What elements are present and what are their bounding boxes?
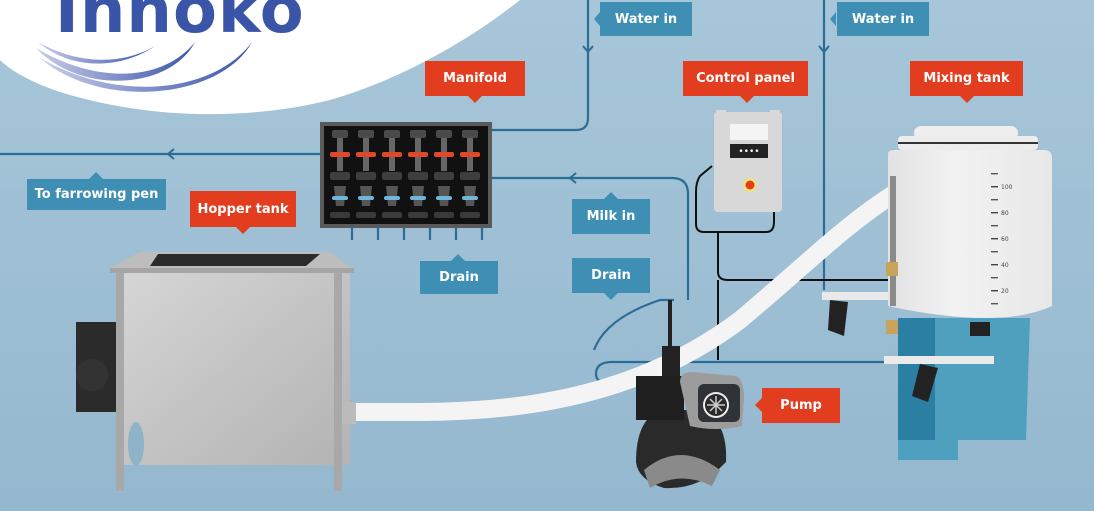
scale-tick-minor <box>991 251 998 253</box>
scale-label: 20 <box>1001 288 1009 295</box>
label-drain-pump: Drain <box>572 258 650 293</box>
control-panel <box>714 110 782 212</box>
scale-tick <box>991 212 998 214</box>
scale-label: 60 <box>1001 236 1009 243</box>
control-cables <box>695 151 888 360</box>
label-control-panel: Control panel <box>683 61 808 96</box>
manifold-valve <box>434 130 454 218</box>
scale-label: 100 <box>1001 184 1013 191</box>
label-mixing-tank: Mixing tank <box>910 61 1023 96</box>
tank-scale: 100 80 60 40 20 <box>991 173 1013 305</box>
scale-tick-minor <box>991 225 998 227</box>
mixing-tank <box>822 126 1052 460</box>
label-milk-in: Milk in <box>572 199 650 234</box>
scale-label: 80 <box>1001 210 1009 217</box>
manifold-valve <box>408 130 428 218</box>
manifold-valve <box>460 130 480 218</box>
feed-hose <box>350 182 905 421</box>
scale-tick <box>991 238 998 240</box>
scale-tick <box>991 290 998 292</box>
label-water-in-2: Water in <box>837 2 929 36</box>
label-water-in-1: Water in <box>600 2 692 36</box>
control-panel-display: •••• <box>738 147 759 157</box>
label-to-farrowing-pen: To farrowing pen <box>27 179 166 210</box>
scale-tick-minor <box>991 173 998 175</box>
pump <box>636 300 744 489</box>
logo-swoosh-icon <box>36 42 252 92</box>
brand-logo: Innoko <box>55 0 305 48</box>
label-drain-manifold: Drain <box>420 261 498 294</box>
scale-tick <box>991 186 998 188</box>
scale-tick-minor <box>991 277 998 279</box>
scale-tick <box>991 264 998 266</box>
label-manifold: Manifold <box>425 61 525 96</box>
scale-label: 40 <box>1001 262 1009 269</box>
manifold <box>320 122 492 228</box>
hopper-tank <box>76 252 356 491</box>
scale-tick-minor <box>991 303 998 305</box>
header-wave <box>0 0 520 115</box>
manifold-valve <box>382 130 402 218</box>
water-pipes <box>0 0 888 386</box>
label-pointers <box>89 12 974 412</box>
scale-tick-minor <box>991 199 998 201</box>
manifold-valve <box>356 130 376 218</box>
label-pump: Pump <box>762 388 840 423</box>
manifold-valve <box>330 130 350 218</box>
label-hopper-tank: Hopper tank <box>190 191 296 227</box>
flow-arrows <box>166 45 830 184</box>
